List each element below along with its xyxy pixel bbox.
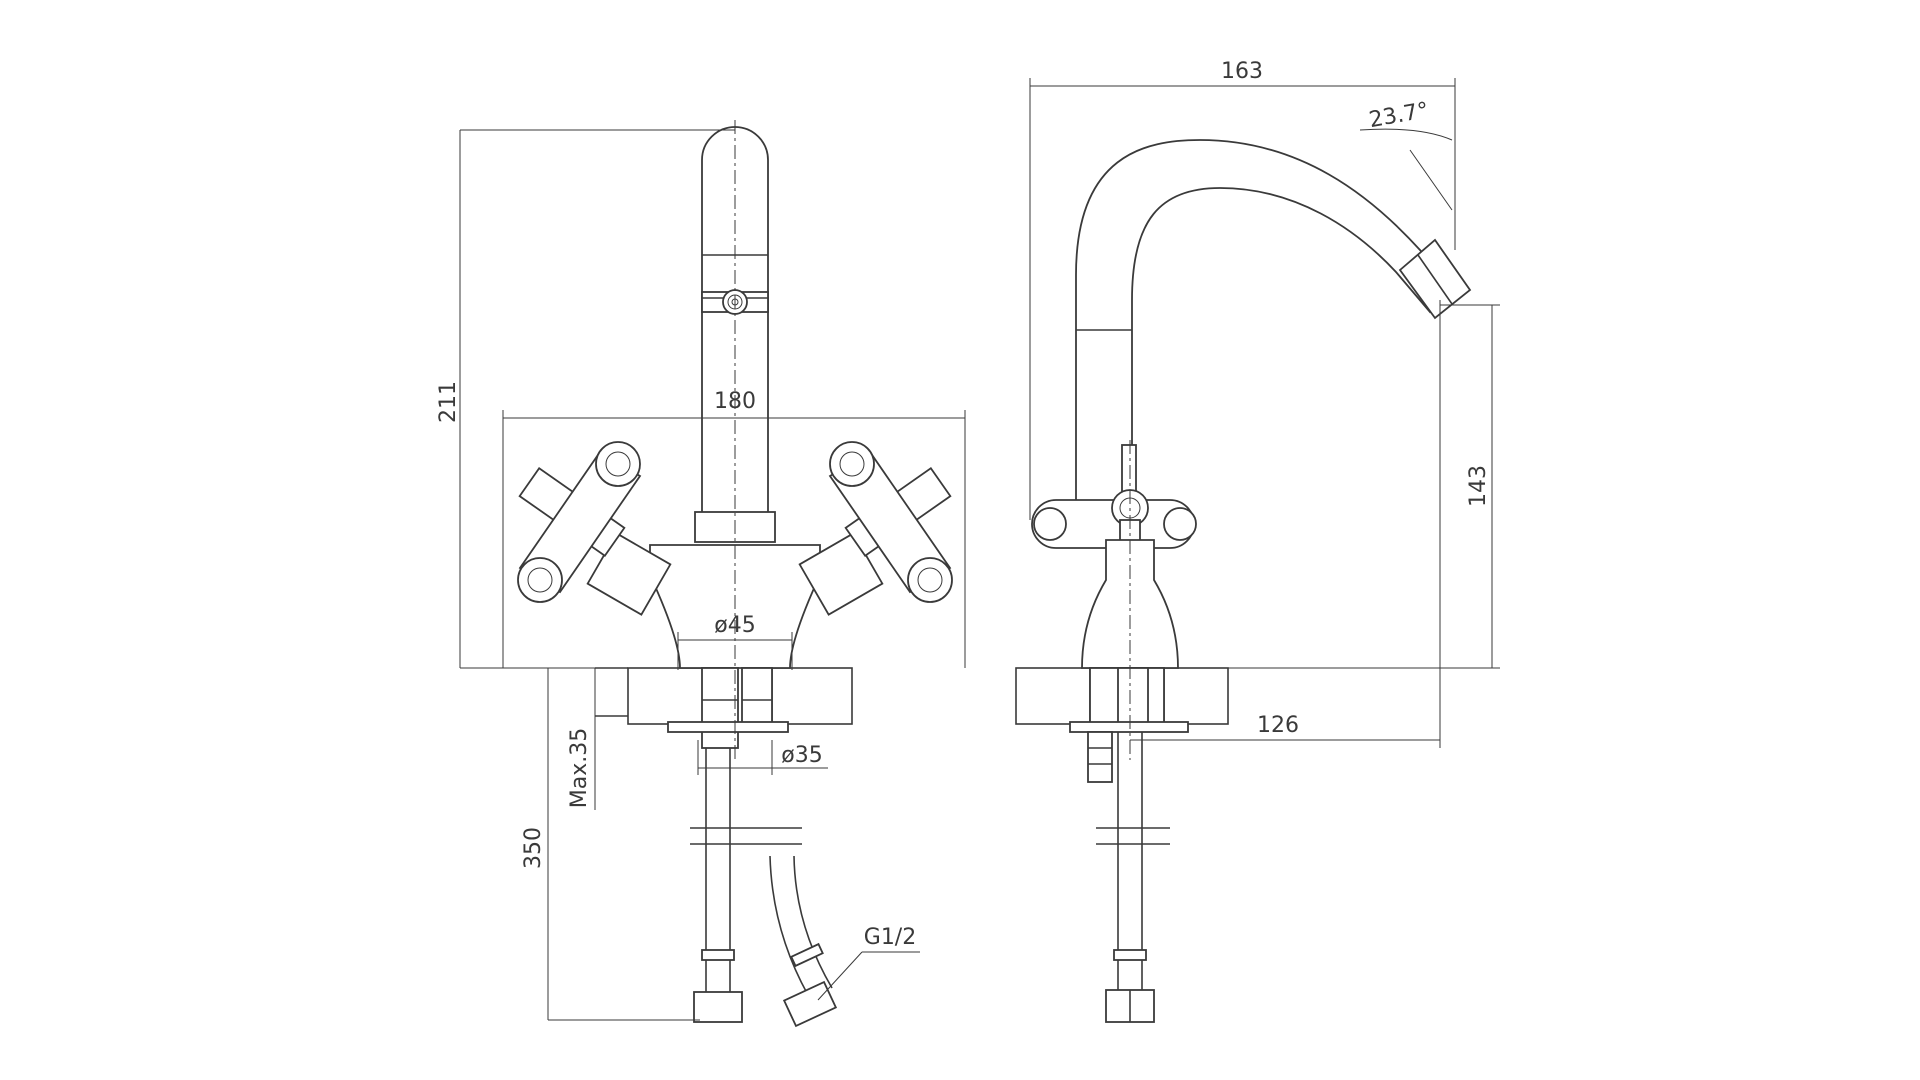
- front-view: 211 180 ø45 Max.35 ø35: [436, 120, 966, 1028]
- side-mounting: [1069, 667, 1189, 783]
- dim-hose-length-label: 350: [521, 827, 546, 869]
- dim-body-diameter-label: ø45: [714, 613, 755, 638]
- dim-shank-diameter-label: ø35: [781, 743, 822, 768]
- thread-callout-label: G1/2: [864, 925, 916, 950]
- dim-body-diameter: ø45: [677, 613, 793, 670]
- dim-spout-angle: 23.7°: [1359, 98, 1453, 211]
- front-supply-pipes: [690, 748, 838, 1028]
- dim-spout-height-label: 143: [1466, 465, 1491, 507]
- dim-spout-angle-label: 23.7°: [1367, 98, 1430, 133]
- dim-max-thickness-label: Max.35: [567, 728, 592, 808]
- dim-spout-height: 143: [1440, 304, 1500, 668]
- dim-hose-length: 350: [521, 668, 700, 1021]
- side-supply-pipe: [1096, 732, 1170, 1023]
- front-left-handle: [517, 441, 672, 616]
- dim-side-width: 163: [1029, 59, 1456, 520]
- thread-callout: G1/2: [817, 925, 920, 1001]
- side-spout: [1075, 139, 1472, 521]
- dim-max-thickness: Max.35: [567, 668, 596, 810]
- dim-front-height-label: 211: [436, 381, 461, 423]
- dim-shank-diameter: ø35: [697, 740, 828, 775]
- dim-spout-reach: 126: [1130, 300, 1441, 748]
- dim-spout-reach-label: 126: [1257, 713, 1299, 738]
- front-right-handle: [798, 441, 953, 616]
- side-view: 163 23.7° 143 126: [1015, 59, 1500, 1023]
- dim-front-width: 180: [502, 389, 966, 668]
- dim-side-width-label: 163: [1221, 59, 1263, 84]
- front-mounting: [667, 667, 789, 749]
- dim-front-height: 211: [436, 129, 735, 669]
- dim-front-width-label: 180: [714, 389, 756, 414]
